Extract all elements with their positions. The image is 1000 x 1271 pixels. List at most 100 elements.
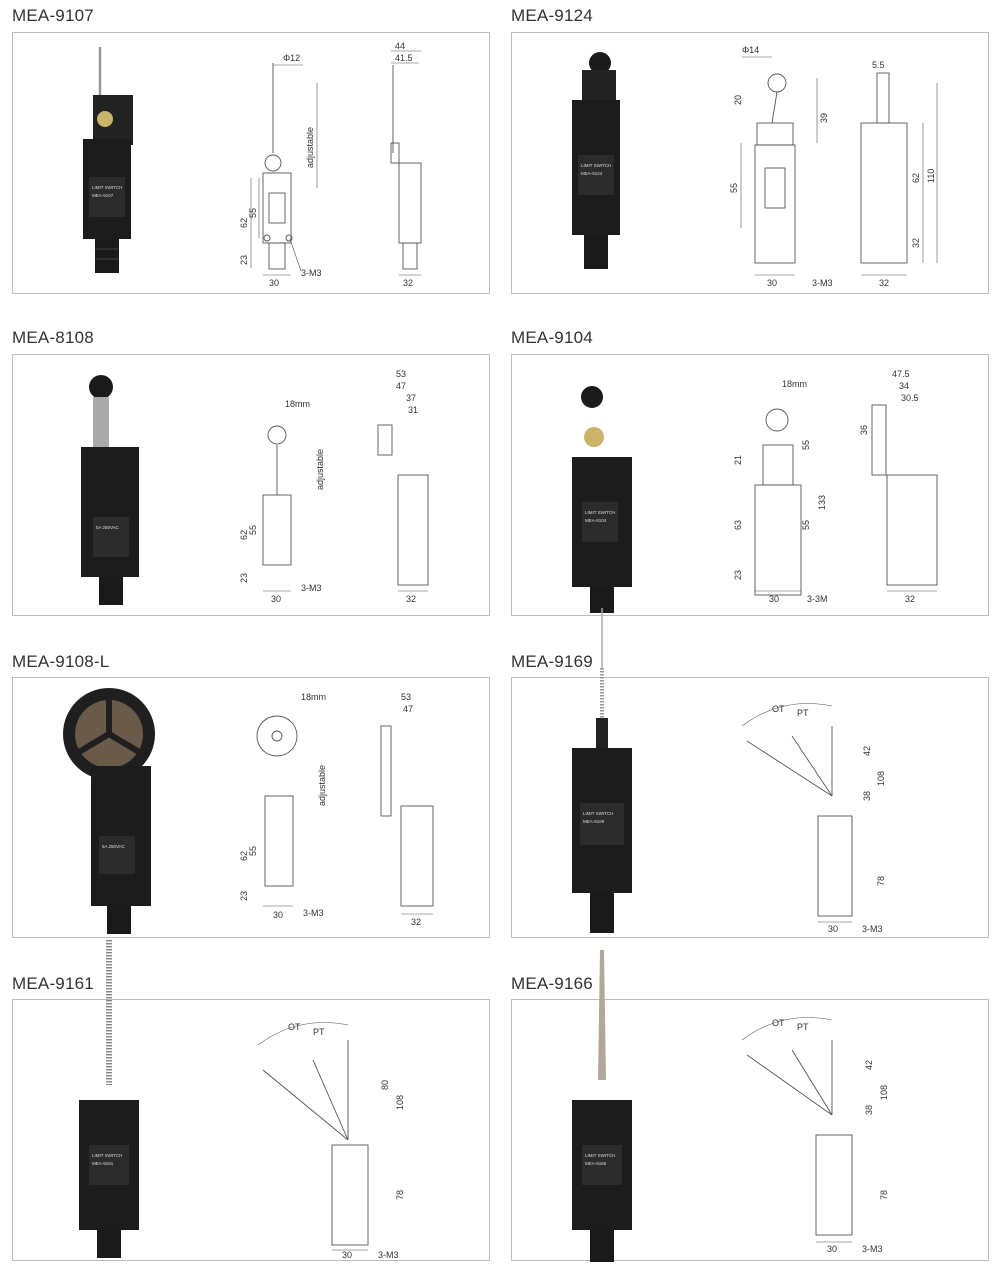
dim-label: 55 [801,440,811,450]
dim-label: 18mm [782,379,807,389]
dim-label: 108 [395,1095,405,1110]
dim-label: 18mm [301,692,326,702]
dim-label: 55 [801,520,811,530]
front-drawing: 18mm adjustable 62 55 23 30 3-M3 [239,692,327,920]
dim-label: OT [772,704,785,714]
dim-label: 133 [817,495,827,510]
dim-label: 32 [411,917,421,927]
product-title: MEA-9161 [12,974,94,993]
front-drawing: Φ14 20 39 55 30 3-M3 [729,45,833,288]
dim-label: 108 [876,771,886,786]
plate-model: MEA-9107 [92,193,114,198]
dim-label: 23 [733,570,743,580]
product-panel: LIMIT SWITCH MEA-9104 18mm 21 55 133 63 … [511,354,989,616]
dim-label: 5.5 [872,60,885,70]
dim-label: 62 [239,218,249,228]
dim-label: 30 [827,1244,837,1254]
dim-label: 23 [239,573,249,583]
dim-label: 20 [733,95,743,105]
switch-photo: LIMIT SWITCH MEA-9104 [572,386,632,613]
dim-label: 47 [403,704,413,714]
dim-label: Φ14 [742,45,759,55]
switch-photo: 5A 250VAC [81,375,139,605]
dim-label: Φ12 [283,53,300,63]
dim-label: 3-M3 [862,1244,883,1254]
dim-label: 32 [911,238,921,248]
dim-label: 78 [395,1190,405,1200]
side-drawing: 44 41.5 32 [390,41,422,288]
dim-label: 42 [862,746,872,756]
dim-label: OT [288,1022,301,1032]
product-panel: LIMIT SWITCH MEA-9161 OT PT 80 108 78 30… [12,940,490,1261]
dim-label: 55 [248,846,258,856]
dim-label: 3-M3 [862,924,883,934]
product-title: MEA-9124 [511,6,593,25]
side-drawing: 5.5 62 110 32 32 [860,60,938,288]
dim-label: 39 [819,113,829,123]
dim-label: 63 [733,520,743,530]
front-drawing: 18mm adjustable 62 55 23 30 3-M3 [239,399,325,604]
dim-label: 78 [876,876,886,886]
dim-label: 30 [342,1250,352,1260]
product-title: MEA-8108 [12,328,94,347]
product-panel: LIMIT SWITCH MEA-9169 OT PT 42 38 108 78… [511,608,989,938]
product-title: MEA-9104 [511,328,593,347]
dim-label: 44 [395,41,405,51]
plate-model: MEA-9166 [585,1161,607,1166]
dim-label: 53 [401,692,411,702]
dim-label: 30 [769,594,779,604]
plate-model: MEA-9161 [92,1161,114,1166]
product-title: MEA-9166 [511,974,593,993]
plate-brand: LIMIT SWITCH [585,510,615,515]
side-drawing: 53 47 37 31 32 [377,369,429,604]
plate-model: MEA-9104 [585,518,607,523]
dim-label: 55 [729,183,739,193]
switch-photo: LIMIT SWITCH MEA-9169 [572,608,632,933]
switch-photo: LIMIT SWITCH MEA-9107 [83,47,133,273]
dim-label: 62 [239,851,249,861]
product-panel: LIMIT SWITCH MEA-9166 OT PT 42 38 108 78… [511,950,989,1262]
dim-label: 80 [380,1080,390,1090]
product-panel: LIMIT SWITCH MEA-9124 Φ14 20 39 55 30 3-… [511,32,989,294]
switch-photo: LIMIT SWITCH MEA-9161 [79,940,139,1258]
dim-label: 21 [733,455,743,465]
dim-label: 30 [767,278,777,288]
dim-label: 32 [879,278,889,288]
dim-label: 3-M3 [301,268,322,278]
dim-label: 62 [239,530,249,540]
product-panel: 5A 250VAC 18mm adjustable 62 55 23 30 3-… [12,354,490,616]
front-drawing: Φ12 adjustable 62 55 23 30 3-M3 [239,53,322,288]
dim-label: 55 [248,208,258,218]
side-drawing: 53 47 32 [380,692,434,927]
plate-brand: LIMIT SWITCH [583,811,613,816]
product-title: MEA-9108-L [12,652,110,671]
front-drawing: OT PT 42 38 108 78 30 3-M3 [741,703,886,934]
product-panel: LIMIT SWITCH MEA-9107 Φ12 adjustable 62 … [12,32,490,294]
dim-label: 18mm [285,399,310,409]
plate-model: MEA-9169 [583,819,605,824]
dim-label: adjustable [317,765,327,806]
dim-label: 23 [239,891,249,901]
switch-photo: 5A 250VAC [63,688,155,934]
dim-label: 47 [396,381,406,391]
dim-label: 30 [271,594,281,604]
dim-label: 62 [911,173,921,183]
plate-brand: LIMIT SWITCH [581,163,611,168]
dim-label: adjustable [305,127,315,168]
dim-label: 32 [406,594,416,604]
dim-label: 110 [926,169,936,183]
dim-label: 47.5 [892,369,910,379]
dim-label: 55 [248,525,258,535]
front-drawing: OT PT 80 108 78 30 3-M3 [257,1022,405,1260]
dim-label: 3-3M [807,594,828,604]
dim-label: 78 [879,1190,889,1200]
dim-label: 3-M3 [303,908,324,918]
plate-rating: 5A 250VAC [102,844,126,849]
plate-brand: LIMIT SWITCH [92,185,122,190]
dim-label: 42 [864,1060,874,1070]
dim-label: 53 [396,369,406,379]
plate-brand: LIMIT SWITCH [585,1153,615,1158]
front-drawing: 18mm 21 55 133 63 55 23 30 3-3M [733,379,828,604]
dim-label: 32 [403,278,413,288]
switch-photo: LIMIT SWITCH MEA-9166 [572,950,632,1262]
